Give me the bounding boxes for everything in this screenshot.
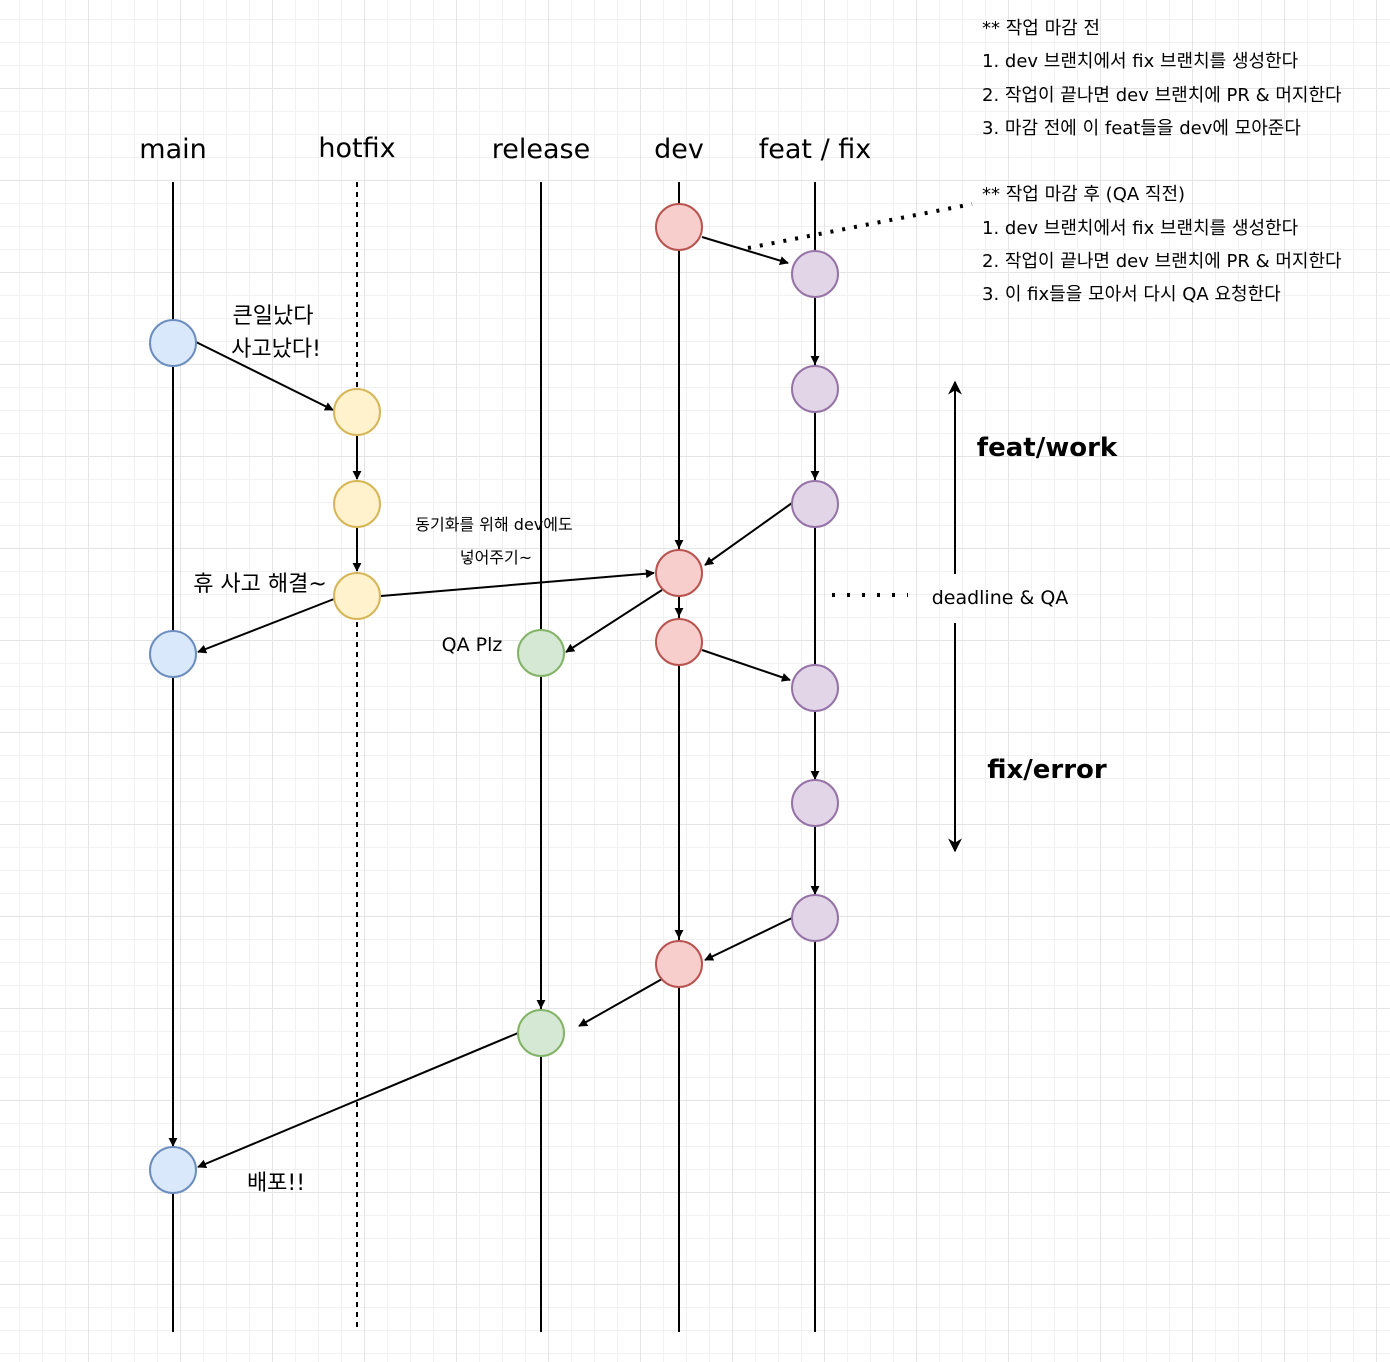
dev-to-release-final-arrow [578,978,663,1027]
phase-feat-work-label: feat/work [977,433,1118,463]
branch-dev-to-fix-arrow [701,649,791,682]
merge-hotfix-to-main-arrow [197,598,335,654]
lane-label-release: release [492,134,590,165]
notes-spacer [982,145,1382,178]
workflow-notes: ** 작업 마감 전 1. dev 브랜치에서 fix 브랜치를 생성한다 2.… [982,12,1382,312]
dev-node-2 [655,549,703,597]
dev-node-3 [655,618,703,666]
notes-before-step-2: 2. 작업이 끝나면 dev 브랜치에 PR & 머지한다 [982,84,1342,106]
qa-request-label: QA Plz [442,634,503,656]
release-qa-node [517,629,565,677]
merge-hotfix-to-dev-arrow [380,569,655,597]
lane-label-dev: dev [654,134,704,165]
main-hotfix-merge-node [149,630,197,678]
lane-label-main: main [139,134,206,165]
deadline-label: deadline & QA [932,587,1069,609]
merge-feat-to-dev-arrow [704,502,793,566]
deploy-label: 배포!! [247,1171,305,1196]
main-deploy-node [149,1146,197,1194]
dev-to-release-arrow [565,589,663,653]
notes-before-step-3: 3. 마감 전에 이 feat들을 dev에 모아준다 [982,117,1301,139]
merge-fix-to-dev-arrow [704,917,793,961]
incident-label-line2: 사고났다! [231,337,321,362]
lane-label-feat-fix: feat / fix [759,134,872,165]
branch-dev-to-feat-arrow [701,236,789,265]
fix-node-1 [791,664,839,712]
note-connector-dotted [747,202,973,250]
notes-before-heading: ** 작업 마감 전 [982,18,1100,39]
notes-after-step-3: 3. 이 fix들을 모아서 다시 QA 요청한다 [982,284,1281,306]
dev-node-1 [655,203,703,251]
branch-main-to-hotfix-arrow [195,341,334,411]
release-to-main-deploy-arrow [197,1032,519,1169]
notes-before-step-1: 1. dev 브랜치에서 fix 브랜치를 생성한다 [982,51,1299,73]
notes-after-step-1: 1. dev 브랜치에서 fix 브랜치를 생성한다 [982,217,1299,239]
phase-fix-error-label: fix/error [987,755,1107,785]
notes-after-heading: ** 작업 마감 후 (QA 직전) [982,184,1186,206]
notes-after-step-2: 2. 작업이 끝나면 dev 브랜치에 PR & 머지한다 [982,251,1342,273]
fix-node-3 [791,894,839,942]
lane-label-hotfix: hotfix [318,133,395,164]
resolved-label: 휴 사고 해결~ [193,572,327,597]
feat-node-2 [791,365,839,413]
hotfix-node-2 [333,480,381,528]
dev-node-4 [655,940,703,988]
fix-node-2 [791,779,839,827]
feat-node-1 [791,250,839,298]
incident-label-line1: 큰일났다 [233,304,314,329]
hotfix-node-3 [333,572,381,620]
hotfix-node-1 [333,388,381,436]
sync-label-line2: 넣어주기~ [460,548,532,567]
main-commit-node [149,319,197,367]
feat-node-3 [791,480,839,528]
release-final-node [517,1009,565,1057]
sync-label-line1: 동기화를 위해 dev에도 [415,515,572,534]
